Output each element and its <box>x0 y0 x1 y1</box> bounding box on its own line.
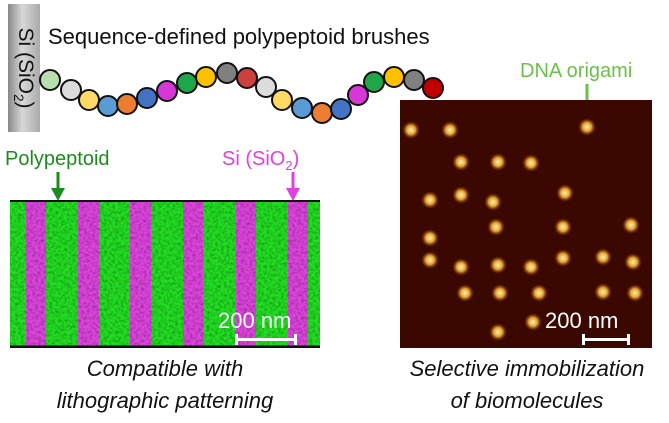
monomer-bead <box>383 66 405 88</box>
polypeptoid-label: Polypeptoid <box>5 148 110 170</box>
dna-origami-particle <box>530 284 548 302</box>
afm-image <box>400 100 652 348</box>
si-label: Si (SiO2) <box>222 148 300 173</box>
monomer-bead <box>39 69 61 91</box>
monomer-bead <box>136 87 158 109</box>
dna-origami-particle <box>556 184 574 202</box>
dna-origami-particle <box>456 284 474 302</box>
polypeptoid-chain <box>39 62 444 124</box>
dna-origami-particle <box>522 258 540 276</box>
dna-origami-particle <box>626 284 644 302</box>
left-caption-line1: Compatible with <box>86 356 244 381</box>
dna-origami-particle <box>622 216 640 234</box>
monomer-bead <box>422 77 444 99</box>
monomer-bead <box>176 72 198 94</box>
dna-origami-particle <box>578 118 596 136</box>
monomer-bead <box>347 84 369 106</box>
left-scale-label: 200 nm <box>218 308 292 333</box>
dna-origami-particle <box>624 253 642 271</box>
monomer-bead <box>97 95 119 117</box>
dna-origami-particle <box>452 258 470 276</box>
right-caption-line2: of biomolecules <box>450 388 604 413</box>
dna-origami-particle <box>594 248 612 266</box>
dna-origami-particle <box>484 193 502 211</box>
dna-origami-particle <box>421 251 439 269</box>
dna-origami-particle <box>489 323 507 341</box>
monomer-bead <box>60 79 82 101</box>
dna-origami-particle <box>487 218 505 236</box>
left-scale-bar <box>235 334 297 345</box>
figure-title: Sequence-defined polypeptoid brushes <box>48 24 430 49</box>
monomer-bead <box>311 102 333 124</box>
monomer-bead <box>291 97 313 119</box>
dna-origami-particle <box>522 154 540 172</box>
si-substrate-bar: Si (SiO2) <box>8 4 40 132</box>
monomer-bead <box>330 98 352 120</box>
monomer-bead <box>271 89 293 111</box>
dna-origami-particle <box>489 153 507 171</box>
dna-origami-particle <box>491 284 509 302</box>
monomer-bead <box>156 80 178 102</box>
dna-origami-particle <box>402 121 420 139</box>
dna-origami-particle <box>452 186 470 204</box>
polypeptoid-arrow-icon <box>51 172 65 201</box>
dna-origami-particle <box>594 283 612 301</box>
dna-origami-particle <box>452 153 470 171</box>
monomer-bead <box>403 69 425 91</box>
monomer-bead <box>195 66 217 88</box>
dna-origami-label: DNA origami <box>520 60 633 82</box>
monomer-bead <box>236 67 258 89</box>
dna-origami-particle <box>524 313 542 331</box>
monomer-bead <box>216 62 238 84</box>
dna-origami-particle <box>421 191 439 209</box>
monomer-bead <box>255 76 277 98</box>
monomer-bead <box>78 89 100 111</box>
right-scale-bar <box>582 334 630 345</box>
dna-origami-particle <box>441 121 459 139</box>
monomer-bead <box>116 93 138 115</box>
lithography-pattern-image <box>10 200 320 348</box>
monomer-bead <box>363 71 385 93</box>
dna-origami-particle <box>421 229 439 247</box>
dna-origami-particle <box>489 256 507 274</box>
dna-origami-particle <box>554 249 572 267</box>
left-caption-line2: lithographic patterning <box>56 388 274 413</box>
dna-origami-particle <box>554 218 572 236</box>
si-arrow-icon <box>286 172 300 201</box>
right-caption-line1: Selective immobilization <box>409 356 645 381</box>
right-scale-label: 200 nm <box>545 308 619 333</box>
